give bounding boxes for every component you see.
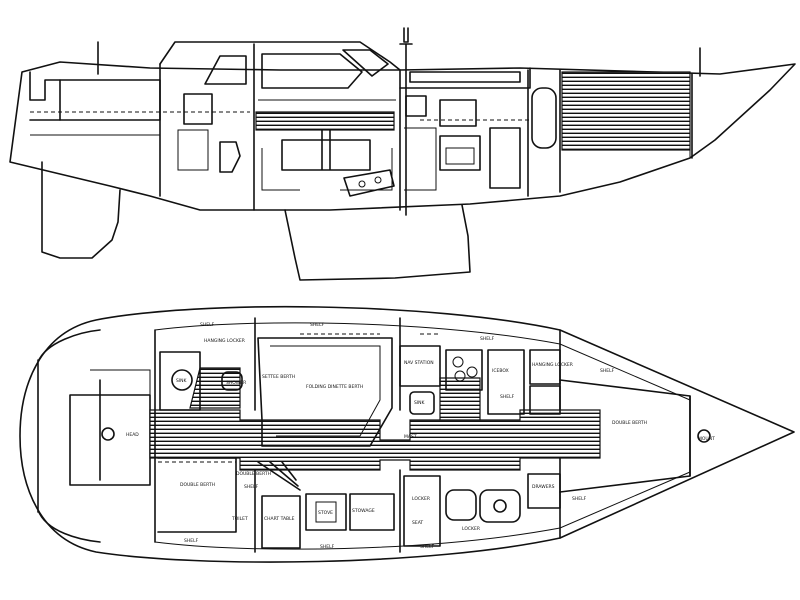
seat-locker [349,493,395,531]
label-shelf-7: SHELF [320,544,335,550]
saloon-table [281,129,371,171]
galley-sink [409,391,435,415]
head-compartment [159,351,201,411]
hanging-locker-aft [403,475,441,547]
fwd-locker [527,473,561,509]
plan-hidden-lines [158,333,440,463]
galley-sole [439,377,481,421]
cockpit-seat [69,394,151,486]
coachroof-side [399,67,531,89]
cockpit-well [29,71,61,121]
settee [261,148,393,191]
stove-oven [445,147,475,165]
portlight-fwd [342,49,389,77]
quarter-berth [157,457,237,533]
label-nav-station: NAV STATION [404,360,434,366]
cockpit-plan [37,329,101,543]
toilet-plan [171,369,193,391]
label-hanging-locker-fwd: HANGING LOCKER [532,362,573,368]
label-shelf-8: SHELF [184,538,199,544]
cabin-sole [149,409,601,471]
label-seat: SEAT [412,520,423,526]
vberth-hatch [561,71,691,151]
aft-cabin-berth [90,369,151,395]
helm-seat [59,79,161,121]
label-shelf-1: SHELF [200,322,215,328]
label-shelf-6: SHELF [420,544,435,550]
label-double-berth-fwd: DOUBLE BERTH [612,420,647,426]
rudder [41,161,121,259]
label-drawers: DRAWERS [532,484,555,490]
label-shelf-5: SHELF [572,496,587,502]
label-icebox: ICEBOX [492,368,509,374]
hull-window [409,71,521,83]
label-double-berth-aft: DOUBLE BERTH [180,482,215,488]
saloon-shelf [255,111,395,131]
profile-hidden-lines [30,111,530,121]
bulkheads [159,43,693,211]
shower [479,489,521,523]
label-hanging-locker: HANGING LOCKER [204,338,245,344]
label-mast: MAST [404,434,417,440]
hanging-locker-fwd [529,349,561,385]
head-sink-counter [177,129,209,171]
v-berth [559,379,691,493]
label-mount: MOUNT [698,436,715,442]
engine-block [343,169,395,197]
label-shelf-2: SHELF [310,322,325,328]
nav-station [399,345,441,387]
chart-table [261,495,301,549]
keel [284,204,471,281]
engine-box [305,493,347,531]
icebox [487,349,525,415]
head-cabinet [183,93,213,125]
label-sink-head: SINK [176,378,188,384]
label-shower: SHOWER [226,380,246,386]
mast-step [399,27,413,45]
label-shelf-3: SHELF [480,336,495,342]
label-sink-galley: SINK [414,400,426,406]
stove-plan [445,349,483,391]
head-sole [189,367,241,409]
fwd-locker-round [531,87,557,149]
portlight-aft [204,55,247,85]
plan-labels: SHELF SHELF SHELF SHELF SHELF SHELF SHEL… [126,322,715,550]
label-settee-berth: SETTEE BERTH [262,374,295,380]
plan-hull-outline [19,305,795,563]
label-locker-2: LOCKER [412,496,430,502]
label-stove: STOVE [318,510,333,516]
label-dinette-berth: FOLDING DINETTE BERTH [306,384,363,390]
galley-upper [439,99,477,127]
stove [439,135,481,171]
cabin-house [159,41,401,71]
galley-cabinet [405,95,427,117]
toilet [219,141,241,173]
label-chart-table: CHART TABLE [264,516,295,522]
helm-circle [101,427,115,441]
engine-access [257,461,301,491]
label-locker: LOCKER [462,526,480,532]
label-stowage: STOWAGE [352,508,375,514]
dinette-berth [257,337,393,447]
label-shelf-4: SHELF [600,368,615,374]
profile-view [9,27,796,281]
portlight-main [261,53,363,89]
galley-locker [489,127,521,189]
label-head: HEAD [126,432,139,438]
label-toilet: TOILET [231,516,248,522]
label-double-berth-quarter: DOUBLE BERTH [236,471,271,477]
label-shelf-9: SHELF [244,484,259,490]
plan-view [19,305,795,563]
profile-hull-outline [9,61,796,211]
label-shelf-10: SHELF [500,394,515,400]
anchor-mount [697,429,711,443]
